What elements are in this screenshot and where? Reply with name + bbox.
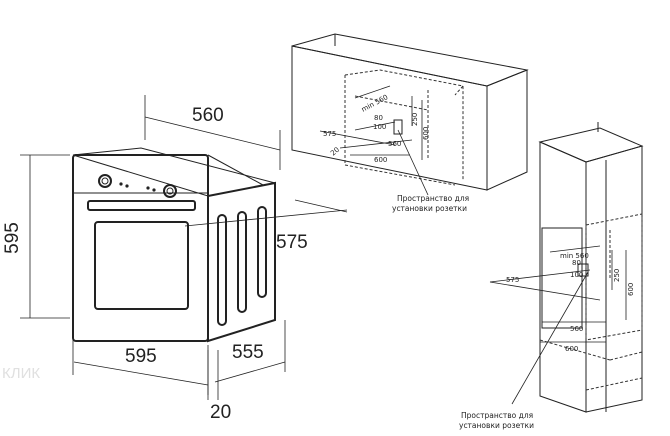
cabinet-top-drawing: min 560 80 100 575 20 560 600 250 600 Пр… bbox=[291, 33, 529, 213]
svg-text:600: 600 bbox=[422, 127, 430, 140]
knob-right-icon bbox=[163, 184, 177, 198]
svg-text:80: 80 bbox=[572, 259, 581, 267]
svg-text:min 560: min 560 bbox=[360, 93, 389, 114]
cabinet-top-note: Пространство для bbox=[397, 194, 469, 203]
svg-text:250: 250 bbox=[411, 113, 419, 126]
svg-text:min 560: min 560 bbox=[560, 252, 589, 260]
svg-text:100: 100 bbox=[373, 123, 386, 131]
knob-left-icon bbox=[98, 174, 112, 188]
svg-text:560: 560 bbox=[388, 140, 401, 148]
oven-drawing: 595 560 575 595 555 20 bbox=[2, 95, 348, 423]
svg-text:560: 560 bbox=[570, 325, 583, 333]
oven-depth-top-label: 560 bbox=[192, 105, 224, 126]
cabinet-tall-note: Пространство для bbox=[461, 411, 533, 420]
svg-text:80: 80 bbox=[374, 114, 383, 122]
svg-text:575: 575 bbox=[323, 130, 336, 138]
cabinet-tall-drawing: min 560 80 100 575 250 600 560 600 Прост… bbox=[459, 122, 644, 430]
oven-height-label: 595 bbox=[2, 222, 23, 254]
oven-depth-bottom-label: 555 bbox=[232, 342, 264, 363]
svg-text:600: 600 bbox=[627, 283, 635, 296]
svg-text:установки розетки: установки розетки bbox=[459, 421, 534, 430]
oven-width-bottom-label: 595 bbox=[125, 346, 157, 367]
watermark-logo: КЛИК bbox=[2, 365, 40, 382]
svg-text:250: 250 bbox=[613, 269, 621, 282]
oven-window bbox=[94, 221, 189, 310]
oven-door-handle bbox=[87, 200, 196, 211]
oven-side-panel bbox=[207, 181, 276, 343]
oven-depth-side-label: 575 bbox=[276, 232, 308, 253]
svg-text:600: 600 bbox=[565, 345, 578, 353]
svg-text:600: 600 bbox=[374, 156, 387, 164]
svg-text:100: 100 bbox=[570, 271, 583, 279]
svg-text:20: 20 bbox=[329, 146, 341, 158]
svg-text:установки розетки: установки розетки bbox=[392, 204, 467, 213]
oven-protrusion-label: 20 bbox=[210, 402, 231, 423]
svg-text:575: 575 bbox=[506, 276, 519, 284]
